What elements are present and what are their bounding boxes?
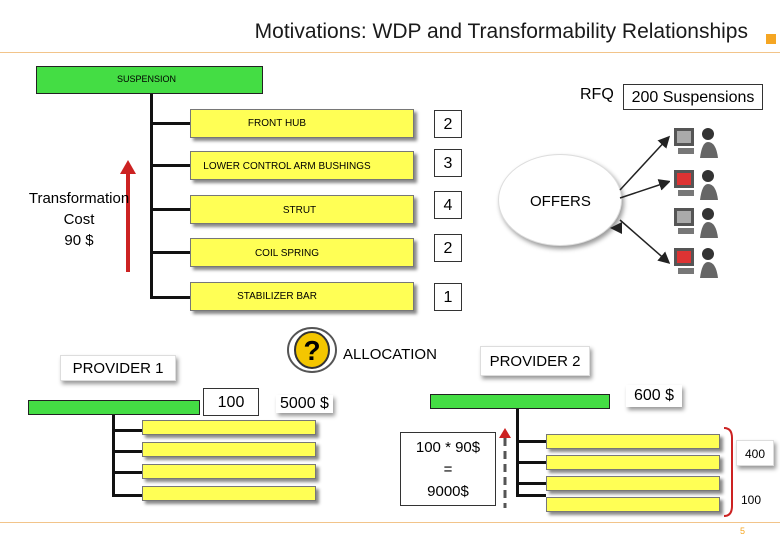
cost-calculation-box: 100 * 90$ = 9000$ bbox=[400, 432, 496, 506]
title-accent-square bbox=[766, 34, 776, 44]
suspension-root-bar: SUSPENSION bbox=[36, 66, 263, 94]
component-bar-lower-control-arm-bushings: LOWER CONTROL ARM BUSHINGS bbox=[190, 151, 414, 180]
provider-2-trunk-line bbox=[516, 409, 519, 497]
provider-2-component-bar bbox=[546, 476, 720, 491]
computer-user-icon bbox=[674, 128, 718, 158]
transformation-arrow bbox=[120, 160, 136, 272]
component-label: LOWER CONTROL ARM BUSHINGS bbox=[203, 161, 371, 172]
provider-2-component-bar bbox=[546, 434, 720, 449]
tree-trunk-line bbox=[150, 94, 153, 299]
calc-line: 9000$ bbox=[427, 483, 469, 500]
tree-branch-line bbox=[150, 122, 192, 125]
offers-oval: OFFERS bbox=[498, 154, 622, 246]
transformation-line: 90 $ bbox=[64, 232, 94, 249]
provider-2-price: 600 $ bbox=[626, 385, 683, 407]
quantity-box: 2 bbox=[434, 110, 462, 138]
provider-1-branch-line bbox=[112, 494, 142, 497]
provider-1-bar bbox=[28, 400, 200, 415]
provider-1-component-bar bbox=[142, 420, 316, 435]
provider-1-trunk-line bbox=[112, 415, 115, 497]
footer-divider bbox=[0, 522, 780, 523]
tree-branch-line bbox=[150, 164, 192, 167]
offers-arrows bbox=[610, 135, 670, 264]
computer-user-icon bbox=[674, 170, 718, 200]
page-number: 5 bbox=[740, 526, 746, 536]
title-divider bbox=[0, 52, 780, 53]
component-label: STABILIZER BAR bbox=[237, 291, 317, 302]
svg-text:?: ? bbox=[303, 335, 320, 366]
provider-2-branch-line bbox=[516, 494, 546, 497]
rfq-label: RFQ bbox=[580, 86, 614, 103]
calc-line: 100 * 90$ bbox=[415, 439, 481, 456]
provider-2-branch-line bbox=[516, 461, 546, 464]
provider-2-branch-line bbox=[516, 440, 546, 443]
provider-1-component-bar bbox=[142, 464, 316, 479]
provider-2-bar bbox=[430, 394, 610, 409]
provider-2-bracket bbox=[723, 427, 733, 517]
quantity-box: 2 bbox=[434, 234, 462, 262]
quantity-box: 1 bbox=[434, 283, 462, 311]
transformation-cost-label: Transformation Cost 90 $ bbox=[14, 188, 144, 251]
computer-user-icon bbox=[674, 248, 718, 278]
tree-branch-line bbox=[150, 208, 192, 211]
calc-line: = bbox=[443, 461, 453, 478]
rfq-quantity-box: 200 Suspensions bbox=[623, 84, 763, 110]
provider-1-component-bar bbox=[142, 442, 316, 457]
provider-2-branch-line bbox=[516, 482, 546, 485]
transformation-line: Transformation bbox=[28, 190, 130, 207]
provider-2-label: PROVIDER 2 bbox=[480, 346, 590, 376]
provider-1-label: PROVIDER 1 bbox=[60, 355, 176, 381]
component-label: STRUT bbox=[282, 205, 317, 216]
provider-1-quantity-box: 100 bbox=[203, 388, 259, 416]
provider-2-quantity-bottom: 100 bbox=[740, 493, 762, 507]
provider-1-component-bar bbox=[142, 486, 316, 501]
slide-title: Motivations: WDP and Transformability Re… bbox=[254, 20, 748, 43]
suspension-label: SUSPENSION bbox=[117, 74, 177, 84]
allocation-label: ALLOCATION bbox=[343, 346, 437, 363]
provider-2-quantity-top: 400 bbox=[736, 440, 774, 466]
provider-1-price: 5000 $ bbox=[276, 395, 333, 413]
computer-user-icon bbox=[674, 208, 718, 238]
quantity-box: 3 bbox=[434, 149, 462, 177]
tree-branch-line bbox=[150, 296, 192, 299]
component-bar-coil-spring: COIL SPRING bbox=[190, 238, 414, 267]
component-label: COIL SPRING bbox=[254, 248, 320, 259]
offers-label: OFFERS bbox=[530, 193, 591, 210]
provider-1-branch-line bbox=[112, 471, 142, 474]
component-bar-front-hub: FRONT HUB bbox=[190, 109, 414, 138]
quantity-box: 4 bbox=[434, 191, 462, 219]
provider-2-component-bar bbox=[546, 497, 720, 512]
component-label: FRONT HUB bbox=[247, 118, 307, 129]
transformation-line: Cost bbox=[63, 211, 95, 228]
tree-branch-line bbox=[150, 251, 192, 254]
transformation-arrow-provider-2 bbox=[499, 428, 511, 508]
provider-1-branch-line bbox=[112, 450, 142, 453]
component-bar-strut: STRUT bbox=[190, 195, 414, 224]
component-bar-stabilizer-bar: STABILIZER BAR bbox=[190, 282, 414, 311]
provider-1-branch-line bbox=[112, 429, 142, 432]
provider-2-component-bar bbox=[546, 455, 720, 470]
question-mark-icon: ? bbox=[287, 327, 337, 373]
